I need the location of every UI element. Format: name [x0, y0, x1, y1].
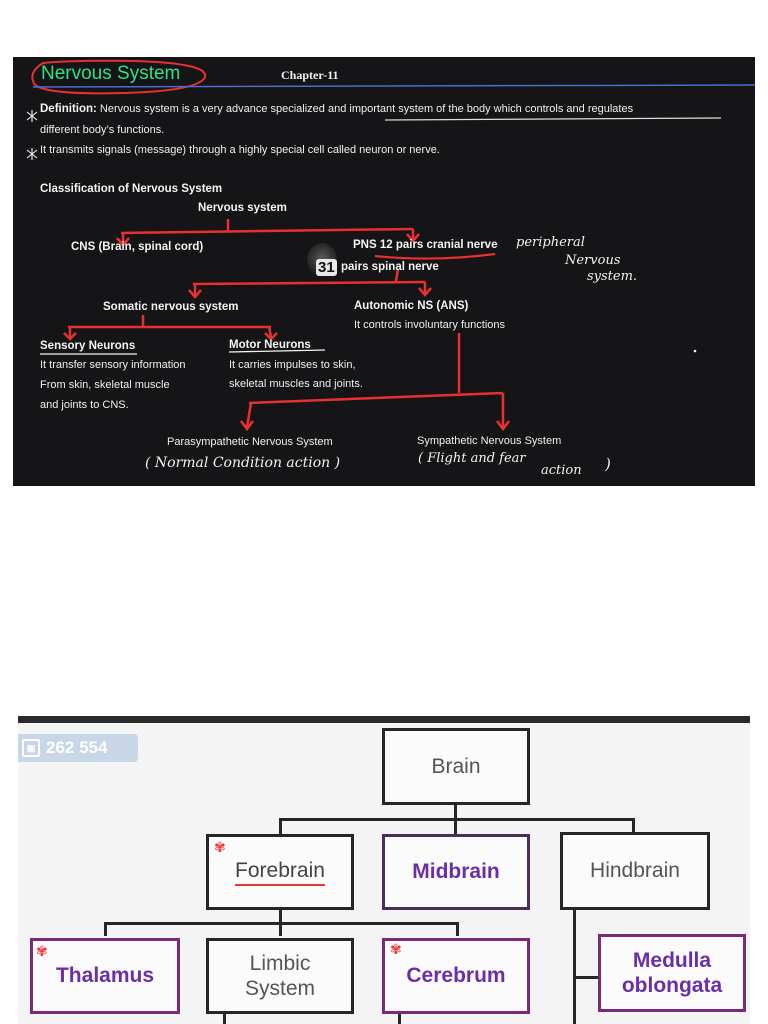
definition-line-2: different body’s functions. [40, 124, 165, 136]
motor-desc-1: It carries impulses to skin, [229, 359, 356, 371]
definition-line-1: Definition: Nervous system is a very adv… [40, 103, 634, 115]
node-parasympathetic: Parasympathetic Nervous System [167, 436, 333, 448]
views-icon: ▣ [22, 739, 40, 757]
motor-desc-2: skeletal muscles and joints. [229, 378, 363, 390]
node-midbrain: Midbrain [382, 834, 530, 910]
nervous-system-slide: Nervous System Chapter-11 Definition: Ne… [13, 57, 755, 486]
view-count: 262 554 [46, 738, 108, 757]
node-brain: Brain [382, 728, 530, 805]
node-pns: PNS 12 pairs cranial nerve [353, 239, 498, 251]
node-cns: CNS (Brain, spinal cord) [71, 241, 204, 253]
note-peripheral: peripheral [516, 235, 585, 250]
sensory-desc-3: and joints to CNS. [40, 399, 129, 411]
top-bar [18, 716, 750, 723]
title-underline [32, 84, 755, 88]
red-annotation-mark: ✾ [390, 942, 402, 958]
red-annotation-mark: ✾ [214, 840, 226, 856]
note-system: system. [587, 269, 638, 284]
autonomic-description: It controls involuntary functions [354, 319, 506, 331]
slide-title: Nervous System [41, 63, 181, 84]
note-flight-fear: ( Flight and fear [418, 451, 526, 466]
node-sensory-neurons: Sensory Neurons [40, 340, 136, 352]
node-autonomic: Autonomic NS (ANS) [354, 300, 469, 312]
note-nervous: Nervous [565, 253, 621, 268]
classification-heading: Classification of Nervous System [40, 183, 223, 195]
chapter-label: Chapter-11 [281, 68, 339, 82]
slide1-annotations [26, 59, 755, 432]
note-close-paren: ) [605, 455, 611, 473]
star-bullets [26, 110, 38, 160]
sensory-desc-1: It transfer sensory information [40, 359, 186, 371]
node-forebrain: Forebrain [206, 834, 354, 910]
node-thalamus: Thalamus [30, 938, 180, 1014]
brain-chart-slide: ▣ 262 554 Brain Forebrain Midbrain Hindb… [18, 716, 750, 1024]
bullet-transmits-signals: It transmits signals (message) through a… [40, 144, 440, 156]
node-nervous-system: Nervous system [198, 202, 287, 214]
red-annotation-mark: ✾ [36, 944, 48, 960]
node-hindbrain: Hindbrain [560, 832, 710, 910]
marker-31: 31 [316, 259, 337, 276]
note-normal-condition: ( Normal Condition action ) [145, 455, 341, 471]
node-sympathetic: Sympathetic Nervous System [417, 435, 562, 447]
sensory-desc-2: From skin, skeletal muscle [40, 379, 170, 391]
tree-arrows [63, 219, 510, 432]
node-somatic: Somatic nervous system [103, 301, 239, 313]
node-motor-neurons: Motor Neurons [229, 339, 311, 351]
note-action: action [541, 463, 582, 478]
node-pns-line2: pairs spinal nerve [341, 261, 439, 273]
view-counter: ▣ 262 554 [18, 734, 138, 762]
node-cerebrum: Cerebrum [382, 938, 530, 1014]
